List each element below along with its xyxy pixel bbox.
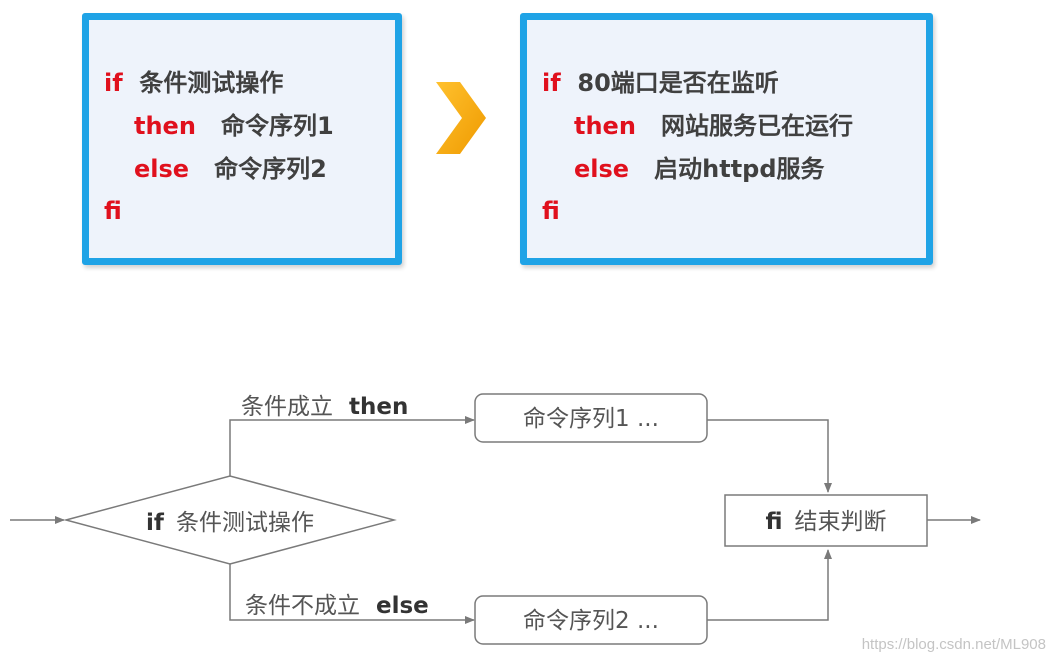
keyword-else: else (574, 155, 630, 183)
then-to-fi-line (707, 419, 832, 493)
keyword-else: else (134, 155, 190, 183)
keyword-then: then (574, 112, 636, 140)
code-text: 网站服务已在运行 (661, 112, 853, 140)
keyword-fi: fi (542, 197, 560, 225)
code-text: 条件测试操作 (139, 69, 284, 97)
code-line-if: if 条件测试操作 (104, 68, 283, 98)
chevron-right-icon (436, 82, 486, 154)
code-line-else: else 命令序列2 (134, 154, 327, 184)
keyword-if: if (542, 69, 561, 97)
code-text: 命令序列2 (214, 155, 327, 183)
keyword-then: then (134, 112, 196, 140)
end-box (724, 494, 928, 547)
watermark: https://blog.csdn.net/ML908 (861, 636, 1046, 653)
code-line-then: then 网站服务已在运行 (574, 111, 853, 141)
code-line-fi: fi (104, 196, 122, 226)
then-command-label: 命令序列1 ... (523, 406, 659, 432)
keyword-fi: fi (104, 197, 122, 225)
decision-diamond (63, 475, 397, 565)
then-command-box (474, 393, 708, 443)
else-command-label: 命令序列2 ... (523, 608, 659, 634)
code-line-fi: fi (542, 196, 560, 226)
code-line-else: else 启动httpd服务 (574, 154, 825, 184)
code-text: 80端口是否在监听 (577, 69, 779, 97)
code-text: 命令序列1 (221, 112, 334, 140)
else-branch-line (229, 564, 475, 624)
else-to-fi-line (707, 549, 832, 621)
code-line-then: then 命令序列1 (134, 111, 334, 141)
code-text: 启动httpd服务 (654, 155, 825, 183)
keyword-if: if (104, 69, 123, 97)
code-box-generic: if 条件测试操作 then 命令序列1 else 命令序列2 fi (82, 13, 402, 265)
then-branch-line (229, 416, 475, 476)
code-line-if: if 80端口是否在监听 (542, 68, 779, 98)
code-box-example: if 80端口是否在监听 then 网站服务已在运行 else 启动httpd服… (520, 13, 933, 265)
